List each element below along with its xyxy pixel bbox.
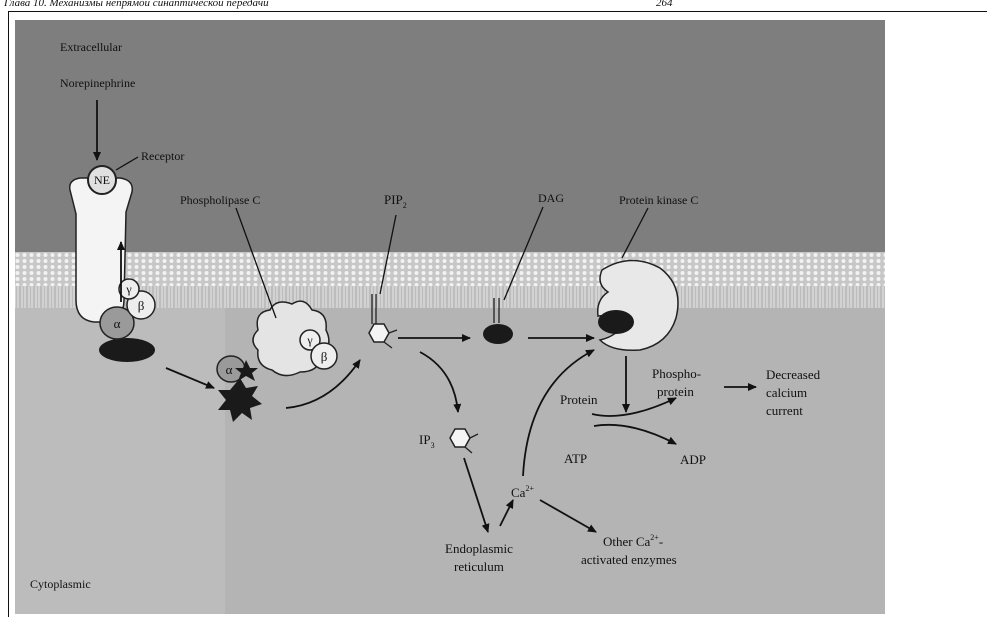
ne-label: NE (94, 173, 110, 187)
ne-ligand: NE (88, 166, 116, 194)
label-norepinephrine: Norepinephrine (60, 76, 135, 90)
alpha-2: α (226, 362, 233, 377)
beta-1: β (138, 298, 145, 313)
label-calcium: calcium (766, 385, 807, 400)
membrane-upper-leaflet (15, 252, 885, 286)
label-extracellular: Extracellular (60, 40, 122, 54)
alpha-1: α (114, 316, 121, 331)
gamma-1: γ (125, 282, 132, 296)
label-decreased: Decreased (766, 367, 821, 382)
beta-2: β (321, 349, 328, 364)
label-activated-enzymes: activated enzymes (581, 552, 677, 567)
label-protein-kinase-c: Protein kinase C (619, 193, 698, 207)
label-endoplasmic: Endoplasmic (445, 541, 513, 556)
label-receptor: Receptor (141, 149, 184, 163)
gamma-2: γ (306, 333, 313, 347)
label-reticulum: reticulum (454, 559, 504, 574)
protein-kinase-c-shape (598, 260, 678, 350)
label-phospho-protein: protein (657, 384, 694, 399)
label-atp: ATP (564, 451, 587, 466)
receptor-shape (70, 178, 133, 322)
label-phospholipase-c: Phospholipase C (180, 193, 260, 207)
label-dag: DAG (538, 191, 564, 205)
label-protein: Protein (560, 392, 598, 407)
label-cytoplasmic: Cytoplasmic (30, 577, 91, 591)
label-adp: ADP (680, 452, 706, 467)
label-phospho: Phospho- (652, 366, 701, 381)
extracellular-region (15, 20, 885, 252)
label-current: current (766, 403, 803, 418)
